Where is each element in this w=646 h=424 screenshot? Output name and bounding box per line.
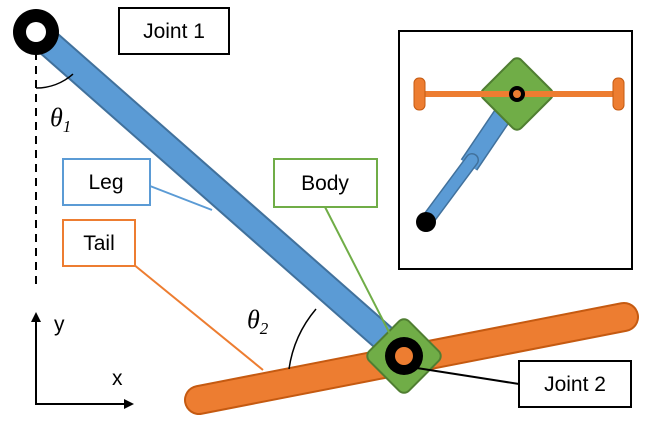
- leg-label-box: [62, 158, 151, 206]
- theta-2-arc: [288, 308, 317, 370]
- joint-2-label-box: [518, 360, 632, 408]
- joint-1-label-box: [118, 7, 230, 55]
- theta-1-arc: [35, 73, 74, 89]
- body-label: Body: [301, 172, 349, 195]
- theta-2-label: θ2: [247, 305, 269, 338]
- joint-2-label-connector: [403, 365, 520, 385]
- leg-label-connector: [149, 185, 213, 211]
- body-label-connector: [324, 206, 393, 339]
- x-axis-arrowhead: [124, 399, 134, 409]
- joint-2-core: [395, 347, 413, 365]
- theta-1-label: θ1: [50, 103, 71, 136]
- inset-joint-core: [513, 90, 521, 98]
- inset-tail-right-cap: [612, 77, 625, 111]
- body-label-box: [273, 158, 378, 208]
- tail-label-box: [62, 219, 136, 267]
- axes-lines: [35, 318, 128, 405]
- inset-foot: [416, 212, 436, 232]
- inset-tail-left-cap: [413, 77, 426, 111]
- leg-label: Leg: [88, 171, 123, 194]
- joint-1-hole: [26, 22, 46, 42]
- inset-leg-lower-fill: [420, 154, 478, 228]
- tail-label-connector: [132, 263, 264, 371]
- tail-label: Tail: [83, 232, 115, 255]
- x-axis-label: x: [112, 367, 123, 390]
- y-axis-arrowhead: [31, 312, 41, 322]
- y-axis-label: y: [54, 313, 65, 336]
- leg-link-fill: [24, 20, 416, 368]
- joint-1-label: Joint 1: [143, 20, 205, 43]
- joint-2-label: Joint 2: [544, 373, 606, 396]
